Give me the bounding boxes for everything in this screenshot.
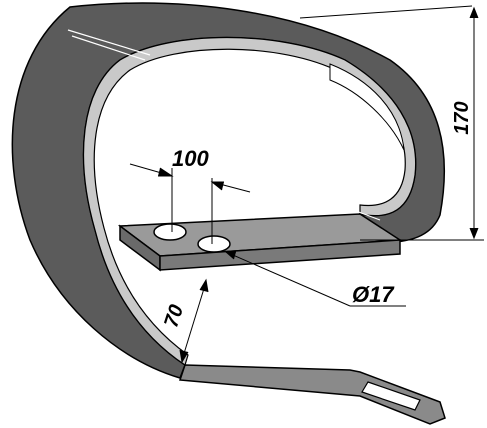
height-dimension (299, 5, 484, 241)
hole-diameter-leader (224, 251, 406, 307)
tine-tail (178, 364, 446, 425)
tine-inner-edge (82, 36, 417, 366)
hole-spacing-dimension (129, 163, 251, 244)
tine-outer-band (11, 2, 446, 379)
width-dimension (179, 278, 209, 364)
tine-tail-slot (361, 381, 421, 411)
height-label: 170 (451, 101, 473, 134)
mounting-hole-1 (153, 223, 187, 241)
mounting-plate-front (159, 239, 401, 271)
mounting-hole-2 (197, 235, 231, 253)
width-label: 70 (160, 302, 188, 330)
hole-spacing-label: 100 (172, 146, 209, 171)
hole-diameter-label: Ø17 (352, 282, 395, 307)
